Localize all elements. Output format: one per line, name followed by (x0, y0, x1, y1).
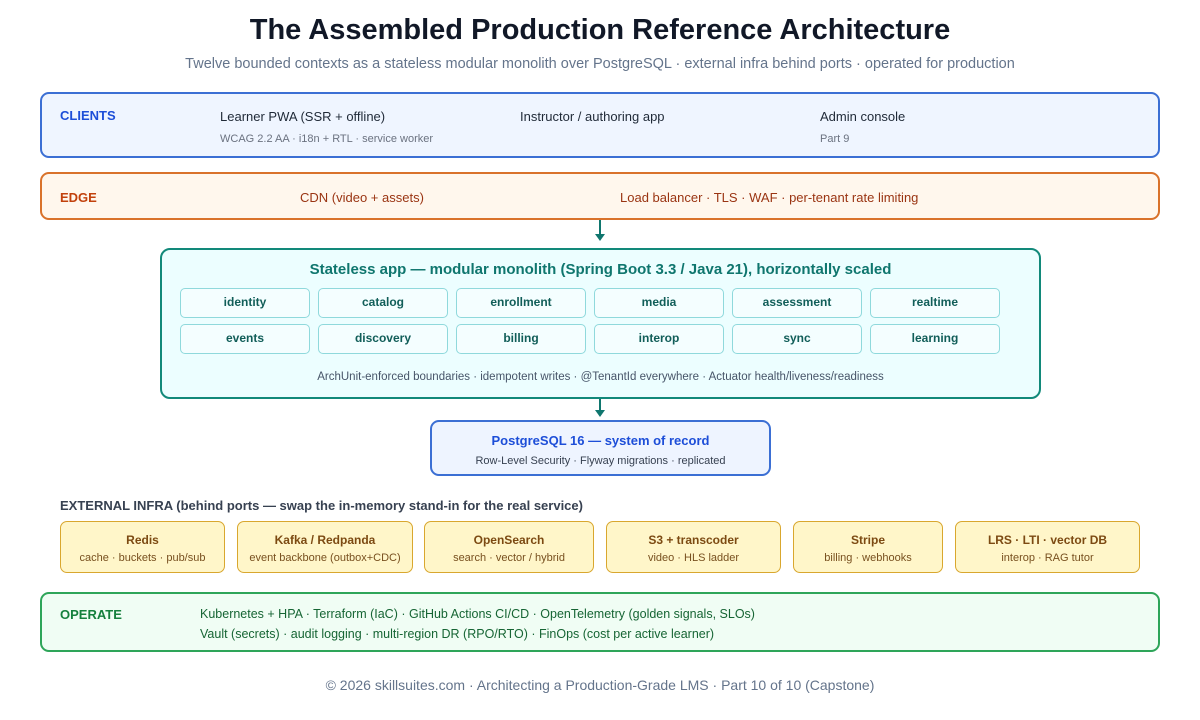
infra-s3-transcoder: S3 + transcoder video · HLS ladder (606, 521, 781, 573)
operate-line-2: Vault (secrets) · audit logging · multi-… (200, 627, 715, 641)
clients-label: CLIENTS (60, 108, 116, 123)
infra-name: Redis (126, 533, 159, 547)
client-name: Admin console (820, 109, 906, 124)
arrow-app-to-db (595, 399, 605, 417)
client-desc: WCAG 2.2 AA · i18n + RTL · service worke… (220, 133, 434, 145)
client-name: Instructor / authoring app (520, 109, 665, 124)
operate-layer: OPERATE Kubernetes + HPA · Terraform (Ia… (40, 592, 1160, 652)
operate-label: OPERATE (60, 607, 122, 622)
module-discovery: discovery (318, 324, 448, 354)
module-media: media (594, 288, 724, 318)
infra-desc: interop · RAG tutor (1001, 552, 1094, 564)
database-desc: Row-Level Security · Flyway migrations ·… (475, 455, 726, 467)
database-node: PostgreSQL 16 — system of record Row-Lev… (430, 420, 771, 476)
infra-name: Kafka / Redpanda (274, 533, 376, 547)
external-infra-heading: EXTERNAL INFRA (behind ports — swap the … (60, 498, 583, 513)
infra-desc: billing · webhooks (824, 552, 912, 564)
app-footer-note: ArchUnit-enforced boundaries · idempoten… (317, 371, 884, 383)
infra-opensearch: OpenSearch search · vector / hybrid (424, 521, 594, 573)
client-desc: Part 9 (820, 133, 850, 145)
edge-label: EDGE (60, 190, 97, 205)
client-name: Learner PWA (SSR + offline) (220, 109, 386, 124)
module-enrollment: enrollment (456, 288, 586, 318)
module-events: events (180, 324, 310, 354)
clients-layer: CLIENTS Learner PWA (SSR + offline) WCAG… (40, 92, 1160, 158)
page-footer: © 2026 skillsuites.com · Architecting a … (325, 677, 875, 693)
module-catalog: catalog (318, 288, 448, 318)
module-learning: learning (870, 324, 1000, 354)
infra-lrs-lti-vector: LRS · LTI · vector DB interop · RAG tuto… (955, 521, 1140, 573)
infra-name: LRS · LTI · vector DB (987, 533, 1108, 547)
infra-stripe: Stripe billing · webhooks (793, 521, 943, 573)
module-interop: interop (594, 324, 724, 354)
module-sync: sync (732, 324, 862, 354)
app-layer: Stateless app — modular monolith (Spring… (160, 248, 1041, 399)
client-admin-console: Admin console Part 9 (820, 109, 905, 145)
app-title: Stateless app — modular monolith (Spring… (309, 261, 892, 278)
operate-line-1: Kubernetes + HPA · Terraform (IaC) · Git… (200, 607, 755, 621)
module-realtime: realtime (870, 288, 1000, 318)
database-title: PostgreSQL 16 — system of record (491, 433, 710, 448)
infra-name: OpenSearch (473, 533, 545, 547)
client-instructor-app: Instructor / authoring app (520, 109, 665, 133)
module-assessment: assessment (732, 288, 862, 318)
edge-layer: EDGE CDN (video + assets) Load balancer … (40, 172, 1160, 220)
infra-desc: event backbone (outbox+CDC) (249, 552, 401, 564)
diagram-title: The Assembled Production Reference Archi… (249, 14, 951, 46)
diagram-subtitle: Twelve bounded contexts as a stateless m… (185, 56, 1015, 72)
module-identity: identity (180, 288, 310, 318)
infra-desc: search · vector / hybrid (453, 552, 565, 564)
arrow-edge-to-app (595, 220, 605, 241)
infra-name: Stripe (850, 533, 885, 547)
module-billing: billing (456, 324, 586, 354)
infra-redis: Redis cache · buckets · pub/sub (60, 521, 225, 573)
infra-desc: cache · buckets · pub/sub (79, 552, 206, 564)
edge-cdn: CDN (video + assets) (300, 190, 424, 205)
client-learner-pwa: Learner PWA (SSR + offline) WCAG 2.2 AA … (220, 109, 433, 145)
edge-load-balancer: Load balancer · TLS · WAF · per-tenant r… (620, 190, 919, 205)
infra-name: S3 + transcoder (648, 533, 739, 547)
infra-kafka: Kafka / Redpanda event backbone (outbox+… (237, 521, 413, 573)
infra-desc: video · HLS ladder (647, 552, 740, 564)
